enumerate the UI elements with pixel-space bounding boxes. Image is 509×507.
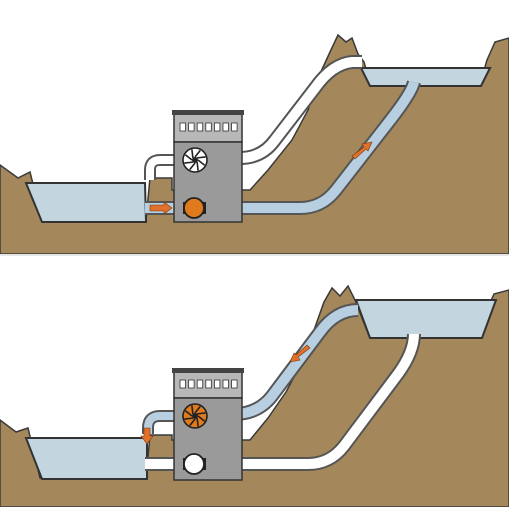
flow-arrow-icon	[140, 427, 154, 445]
turbine-blade	[184, 161, 193, 164]
flow-arrow-icon	[289, 344, 311, 363]
powerhouse-windows	[179, 379, 238, 389]
panel-divider	[0, 254, 509, 256]
turbine-blade	[197, 159, 206, 166]
turbine-hub	[192, 157, 198, 163]
pump-delivery-pipe-inner	[145, 333, 419, 469]
turbine-hub	[192, 413, 198, 419]
powerhouse-window	[222, 379, 229, 389]
pump-impeller	[183, 197, 205, 219]
turbine-wheel-icon	[182, 147, 208, 173]
powerhouse	[172, 110, 244, 223]
powerhouse-window	[205, 379, 212, 389]
powerhouse	[172, 368, 244, 481]
powerhouse-window	[188, 379, 195, 389]
lower-reservoir	[24, 437, 148, 480]
lower-reservoir	[24, 182, 148, 223]
flow-arrow-icon	[149, 201, 173, 215]
powerhouse-window	[179, 122, 186, 132]
upper-reservoir	[359, 67, 492, 87]
upper-reservoir	[354, 299, 498, 339]
powerhouse-roof-cap	[172, 110, 244, 115]
turbine-blade	[184, 410, 193, 417]
turbine-blade	[189, 418, 196, 427]
panel-pumping-mode	[0, 33, 509, 255]
powerhouse-window	[231, 122, 238, 132]
panel-generating-mode	[0, 256, 509, 507]
turbine-outlet-pipe-inner	[146, 156, 182, 180]
powerhouse-window	[188, 122, 195, 132]
powerhouse-windows	[179, 122, 238, 132]
turbine-blade	[184, 417, 193, 420]
turbine-blade	[191, 405, 194, 414]
powerhouse-window	[196, 122, 204, 132]
powerhouse-window	[213, 122, 221, 132]
pump-icon	[183, 197, 206, 219]
turbine-wheel-icon	[182, 403, 208, 429]
turbine-blade	[194, 405, 201, 414]
powerhouse-window	[196, 379, 204, 389]
powerhouse-window	[231, 379, 238, 389]
flow-arrow-icon	[351, 141, 373, 160]
pump-icon	[183, 453, 206, 475]
powerhouse-window	[205, 122, 212, 132]
turbine-blade	[197, 415, 206, 422]
penstock-pipe-inner	[208, 57, 362, 163]
turbine-blade	[184, 154, 193, 161]
turbine-blade	[196, 162, 199, 171]
penstock-pipe-water	[208, 305, 359, 419]
turbine-blade	[189, 162, 196, 171]
turbine-blade	[197, 156, 206, 159]
turbine-blade	[191, 149, 194, 158]
powerhouse-window	[179, 379, 186, 389]
powerhouse-window	[222, 122, 229, 132]
pump-delivery-pipe-water	[145, 80, 419, 213]
turbine-blade	[196, 418, 199, 427]
turbine-blade	[197, 412, 206, 415]
powerhouse-roof-cap	[172, 368, 244, 373]
turbine-blade	[194, 149, 201, 158]
pump-impeller	[183, 453, 205, 475]
powerhouse-window	[213, 379, 221, 389]
